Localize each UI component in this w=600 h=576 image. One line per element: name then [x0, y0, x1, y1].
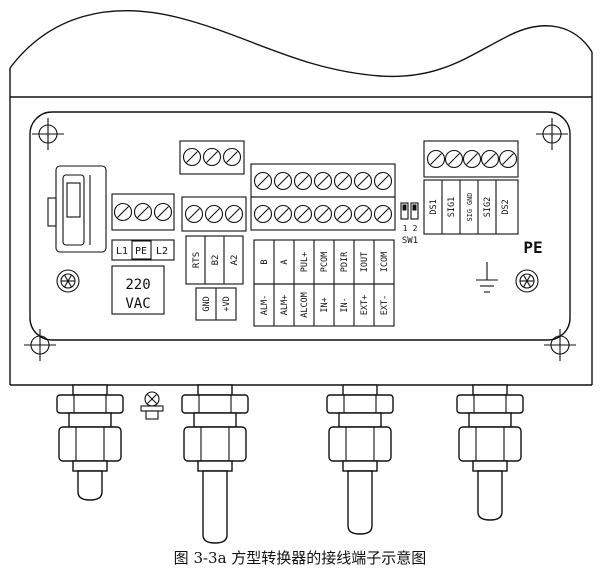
cable-gland: [326, 384, 394, 535]
cable: [202, 470, 228, 544]
dip-switch-label: SW1: [402, 236, 418, 246]
terminal-label-rts: RTS: [192, 252, 202, 268]
main-terminal-block: B A PUL+ PCOM PDIR IOUT ICOM ALM- ALM+ A…: [250, 163, 396, 327]
dip-switch-pos2-slider: [412, 204, 417, 211]
power-terminal-block: L1 PE L2 220 VAC: [111, 193, 175, 315]
terminal-screw: [333, 171, 353, 191]
terminal-label-alcom: ALCOM: [300, 292, 310, 318]
panel-screw-right: [515, 269, 539, 293]
terminal-label-pul: PUL+: [300, 252, 310, 272]
signal-terminal-block: DS1 SIG1 SIG GND SIG2 DS2: [423, 140, 519, 235]
terminal-screw: [373, 204, 393, 224]
pe-label: PE: [523, 238, 542, 257]
terminal-label-a: A: [280, 259, 290, 264]
terminal-screw: [444, 149, 464, 169]
enclosure-torn-top-edge: [9, 10, 593, 78]
cable: [77, 470, 103, 501]
cable-gland: [181, 384, 249, 544]
terminal-label-alm-plus: ALM+: [280, 295, 290, 315]
terminal-label-pcom: PCOM: [320, 252, 330, 272]
enclosure-outline: [9, 10, 593, 386]
terminal-screw: [273, 204, 293, 224]
terminal-screw: [222, 147, 242, 167]
terminal-screw: [353, 171, 373, 191]
crosshair-top-left: [31, 117, 65, 151]
cable-glands: [56, 384, 524, 544]
terminal-label-b: B: [260, 259, 270, 264]
cable-gland: [56, 384, 124, 501]
panel-screw-left: [56, 269, 80, 293]
terminal-screw: [293, 204, 313, 224]
terminal-screw: [313, 204, 333, 224]
terminal-label-in-minus: IN-: [340, 297, 350, 312]
power-rating-unit: VAC: [125, 296, 150, 312]
terminal-screw: [224, 204, 244, 224]
terminal-screw: [480, 149, 500, 169]
terminal-screw: [293, 171, 313, 191]
comm-terminal-block: RTS B2 A2 GND +VD: [179, 140, 247, 321]
terminal-screw: [333, 204, 353, 224]
terminal-screw: [204, 204, 224, 224]
terminal-compartment: [29, 111, 571, 341]
terminal-screw: [202, 147, 222, 167]
terminal-screw: [113, 202, 133, 222]
terminal-label-l2: L2: [156, 246, 168, 257]
terminal-label-alm-minus: ALM-: [260, 295, 270, 315]
terminal-screw: [313, 171, 333, 191]
crosshair-bottom-left: [23, 328, 57, 362]
protective-earth: PE: [476, 238, 543, 293]
cable: [477, 470, 503, 521]
mounting-screw: [140, 391, 164, 420]
terminal-label-siggnd: SIG GND: [466, 193, 474, 222]
terminal-screw: [462, 149, 482, 169]
figure-caption: 图 3-3a 方型转换器的接线端子示意图: [174, 549, 427, 567]
terminal-screw: [153, 202, 173, 222]
terminal-label-ds1: DS1: [429, 199, 439, 214]
terminal-screw: [353, 204, 373, 224]
cable-gland: [456, 384, 524, 521]
dip-switch-pos1-slider: [402, 204, 407, 211]
terminal-label-pdir: PDIR: [340, 251, 350, 272]
dip-switch: 1 2 SW1: [400, 202, 419, 246]
terminal-label-ds2: DS2: [501, 199, 511, 214]
terminal-label-icom: ICOM: [380, 252, 390, 272]
terminal-screw: [184, 204, 204, 224]
dip-switch-num-1: 1: [403, 224, 408, 233]
dip-switch-num-2: 2: [413, 224, 418, 233]
ground-symbol-icon: [476, 262, 498, 293]
terminal-label-b2: B2: [211, 255, 221, 266]
terminal-screw: [426, 149, 446, 169]
terminal-screw: [133, 202, 153, 222]
power-rating-box: [111, 265, 165, 315]
terminal-screw: [498, 149, 518, 169]
terminal-label-gnd: GND: [202, 296, 212, 311]
terminal-label-sig1: SIG1: [447, 197, 457, 217]
terminal-label-ext-minus: EXT-: [380, 295, 390, 315]
terminal-label-sig2: SIG2: [483, 197, 493, 217]
terminal-screw: [373, 171, 393, 191]
terminal-screw: [273, 171, 293, 191]
terminal-label-in-plus: IN+: [320, 297, 330, 312]
terminal-label-l1: L1: [116, 246, 128, 257]
terminal-label-a2: A2: [230, 255, 240, 266]
terminal-screw: [182, 147, 202, 167]
crosshair-top-right: [535, 117, 569, 151]
terminal-label-iout: IOUT: [360, 252, 370, 272]
terminal-label-pe: PE: [135, 246, 147, 257]
power-rating-voltage: 220: [125, 277, 150, 293]
terminal-label-ext-plus: EXT+: [360, 295, 370, 315]
terminal-screw: [253, 204, 273, 224]
cable: [347, 470, 373, 535]
crosshair-bottom-right: [543, 328, 577, 362]
terminal-screw: [253, 171, 273, 191]
terminal-label-vd: +VD: [222, 296, 232, 311]
fuse-holder: [47, 165, 107, 253]
